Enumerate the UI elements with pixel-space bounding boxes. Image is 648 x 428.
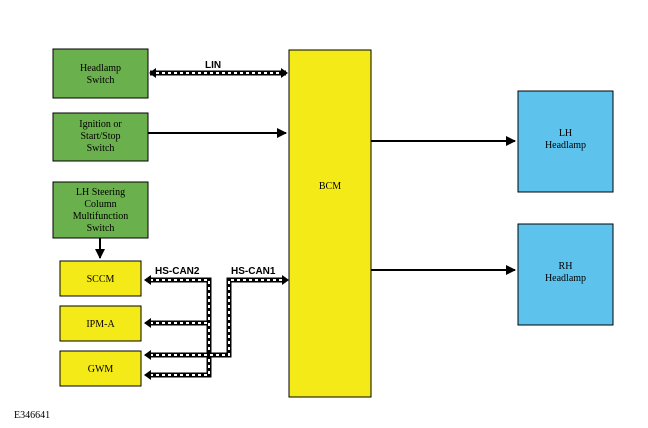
lin-arrow-right bbox=[281, 68, 288, 78]
rh-headlamp-line2: Headlamp bbox=[545, 273, 586, 284]
ignition-switch-line3: Switch bbox=[87, 143, 115, 154]
sccm-label: SCCM bbox=[87, 274, 115, 285]
lin-arrow-left bbox=[149, 68, 156, 78]
ignition-switch-line1: Ignition or bbox=[79, 119, 122, 130]
bcm-label: BCM bbox=[319, 181, 341, 192]
hs-can2-arrow-ipm bbox=[144, 318, 151, 328]
lin-bus-connection bbox=[149, 68, 288, 78]
headlamp-switch-line2: Switch bbox=[87, 75, 115, 86]
lh-steering-switch-line1: LH Steering bbox=[76, 187, 125, 198]
hs-can1-label: HS-CAN1 bbox=[231, 266, 276, 277]
gwm-label: GWM bbox=[88, 364, 114, 375]
headlamp-switch-line1: Headlamp bbox=[80, 63, 121, 74]
hs-can2-arrow-sccm bbox=[144, 275, 151, 285]
ignition-switch-line2: Start/Stop bbox=[80, 131, 120, 142]
lh-steering-switch-block: LH Steering Column Multifunction Switch bbox=[52, 181, 149, 239]
figure-reference: E346641 bbox=[14, 410, 50, 421]
hs-can1-arrow-gwm bbox=[144, 350, 151, 360]
gwm-block: GWM bbox=[59, 350, 142, 387]
rh-headlamp-line1: RH bbox=[559, 261, 573, 272]
hs-can2-arrow-gwm bbox=[144, 370, 151, 380]
hs-can2-label: HS-CAN2 bbox=[155, 266, 200, 277]
lh-steering-switch-line4: Switch bbox=[87, 223, 115, 234]
sccm-block: SCCM bbox=[59, 260, 142, 297]
lh-headlamp-line1: LH bbox=[559, 128, 572, 139]
ignition-switch-block: Ignition or Start/Stop Switch bbox=[52, 112, 149, 162]
ipm-a-label: IPM-A bbox=[86, 319, 115, 330]
lin-label: LIN bbox=[205, 60, 221, 71]
bcm-block: BCM bbox=[288, 49, 372, 398]
rh-headlamp-block: RH Headlamp bbox=[517, 223, 614, 326]
lh-headlamp-line2: Headlamp bbox=[545, 140, 586, 151]
ipm-a-block: IPM-A bbox=[59, 305, 142, 342]
hs-can1-bus-connection bbox=[144, 275, 289, 360]
lh-steering-switch-line2: Column bbox=[84, 199, 116, 210]
hs-can1-arrow-bcm bbox=[282, 275, 289, 285]
hs-can2-bus-connection bbox=[144, 275, 212, 380]
headlamp-switch-block: Headlamp Switch bbox=[52, 48, 149, 99]
lh-headlamp-block: LH Headlamp bbox=[517, 90, 614, 193]
lh-steering-switch-line3: Multifunction bbox=[73, 211, 129, 222]
